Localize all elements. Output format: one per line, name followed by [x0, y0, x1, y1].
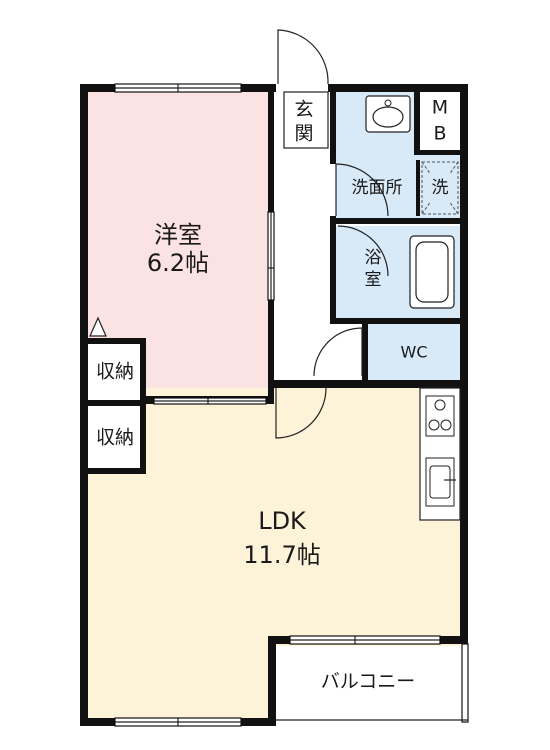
sliding-window-icon	[289, 635, 441, 645]
entrance-label-1: 玄	[294, 99, 313, 121]
closet-upper-label: 収納	[96, 361, 134, 383]
door-swing-icon	[276, 29, 329, 92]
washing-machine-pan-icon	[421, 161, 459, 215]
closet-lower-floor	[88, 406, 146, 468]
western-room-name: 洋室	[154, 221, 202, 249]
closet-lower-label: 収納	[96, 427, 134, 449]
bathroom-label-1: 浴	[365, 248, 382, 268]
entrance-label-2: 関	[294, 123, 313, 145]
wash-basin-icon	[365, 95, 411, 133]
kitchen-sink-icon	[425, 457, 456, 507]
sliding-door-icon	[267, 211, 275, 301]
door-swing-icon	[335, 163, 389, 217]
sliding-window-icon	[114, 717, 242, 727]
meter-box-label-1: M	[432, 97, 448, 119]
gas-stove-icon	[425, 395, 455, 437]
entrance-floor	[286, 94, 326, 148]
balcony-label: バルコニー	[321, 671, 416, 693]
ldk-name: LDK	[258, 507, 307, 535]
toilet-label: WC	[401, 343, 428, 362]
balcony-rail	[461, 643, 469, 723]
hatch-triangle-icon	[89, 316, 107, 337]
bathroom-label-2: 室	[365, 270, 382, 290]
western-room-area: 6.2帖	[147, 249, 209, 277]
interior-walls	[82, 92, 460, 474]
washer-label: 洗	[432, 178, 449, 198]
toilet-floor	[368, 324, 460, 380]
sliding-window-icon	[114, 83, 242, 93]
door-swing-icon	[337, 225, 389, 277]
door-swing-icon	[313, 327, 363, 377]
meter-box-label-2: B	[433, 123, 446, 145]
bathtub-icon	[409, 235, 455, 309]
closet-upper-floor	[88, 344, 146, 400]
door-swing-icon	[275, 387, 327, 439]
ldk-area: 11.7帖	[243, 541, 320, 569]
sliding-window-icon	[153, 397, 267, 405]
entrance-step	[283, 91, 329, 149]
washroom-label: 洗面所	[352, 178, 403, 198]
balcony-floor	[272, 646, 468, 720]
meter-box-floor	[420, 92, 460, 150]
